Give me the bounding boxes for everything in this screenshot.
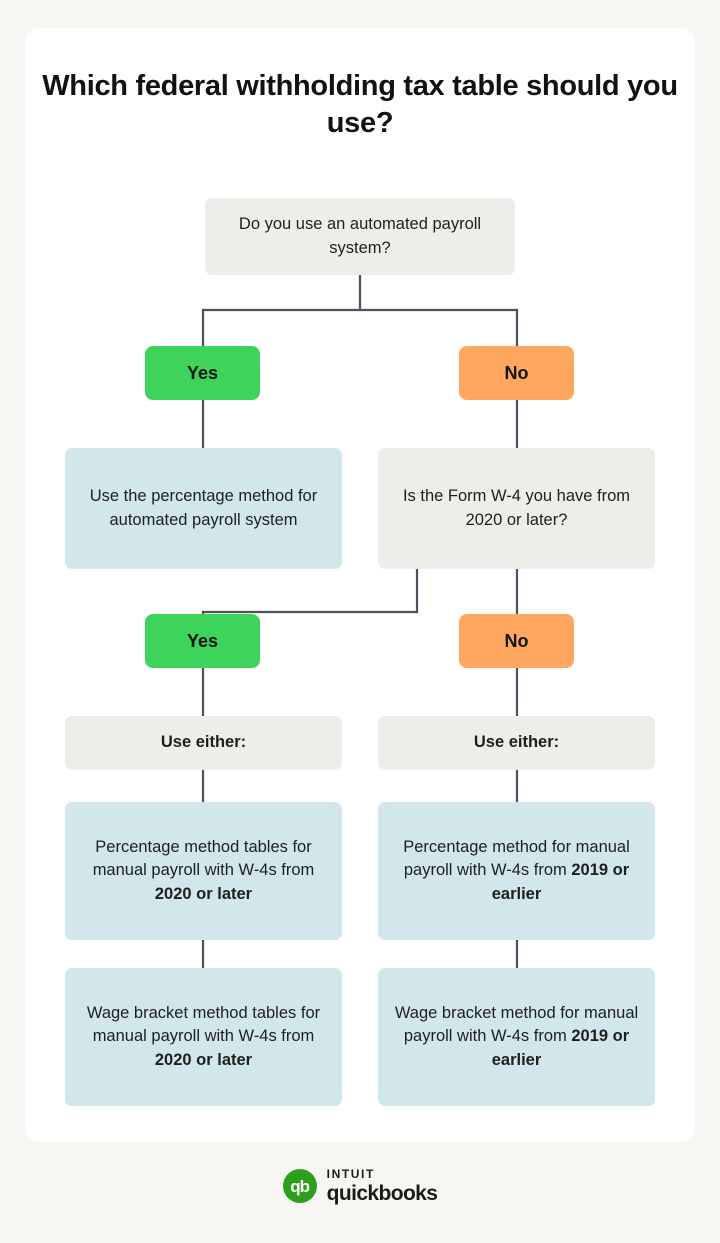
decision-automated-payroll[interactable]: Do you use an automated payroll system?: [205, 198, 515, 275]
badge-yes-automated[interactable]: Yes: [145, 346, 260, 400]
result-wage-bracket-2019[interactable]: Wage bracket method for manual payroll w…: [378, 968, 655, 1106]
label-use-either-right: Use either:: [378, 716, 655, 770]
result-percentage-tables-2020[interactable]: Percentage method tables for manual payr…: [65, 802, 342, 940]
badge-yes-w4-label: Yes: [186, 630, 219, 651]
decision-form-w4-year-label: Is the Form W-4 you have from 2020 or la…: [402, 487, 631, 529]
label-use-either-left-text: Use either:: [160, 733, 247, 752]
quickbooks-logo-icon: qb: [282, 1169, 317, 1203]
label-use-either-right-text: Use either:: [473, 733, 560, 752]
quickbooks-wordmark: quickbooks: [326, 1182, 438, 1205]
page-title: Which federal withholding tax table shou…: [42, 70, 678, 140]
brand-footer: qb INTUIT quickbooks: [0, 1168, 720, 1204]
result-wage-bracket-tables-2020[interactable]: Wage bracket method tables for manual pa…: [65, 968, 342, 1106]
badge-no-w4-label: No: [504, 630, 529, 651]
badge-yes-automated-label: Yes: [186, 362, 219, 383]
result-wage-bracket-tables-2020-lead: Wage bracket method tables for manual pa…: [86, 1003, 321, 1046]
result-percentage-automated[interactable]: Use the percentage method for automated …: [65, 448, 342, 569]
badge-yes-w4[interactable]: Yes: [145, 614, 260, 668]
result-wage-bracket-2019-bold: 2019 or earlier: [491, 1027, 630, 1069]
result-percentage-2019-lead: Percentage method for manual payroll wit…: [403, 837, 630, 880]
decision-automated-payroll-label: Do you use an automated payroll system?: [238, 215, 482, 257]
result-percentage-tables-2020-bold: 2020 or later: [154, 884, 253, 903]
quickbooks-logo-mark-text: qb: [290, 1176, 310, 1196]
result-percentage-2019[interactable]: Percentage method for manual payroll wit…: [378, 802, 655, 940]
result-percentage-tables-2020-lead: Percentage method tables for manual payr…: [92, 837, 315, 880]
badge-no-automated[interactable]: No: [459, 346, 574, 400]
result-percentage-2019-bold: 2019 or earlier: [491, 861, 630, 903]
brand-wordmark: INTUIT quickbooks: [327, 1168, 438, 1204]
flowchart: Do you use an automated payroll system? …: [25, 28, 695, 1142]
label-use-either-left: Use either:: [65, 716, 342, 770]
badge-no-automated-label: No: [504, 362, 529, 383]
intuit-wordmark: INTUIT: [326, 1167, 375, 1181]
infographic-card: Which federal withholding tax table shou…: [25, 28, 695, 1142]
decision-form-w4-year[interactable]: Is the Form W-4 you have from 2020 or la…: [378, 448, 655, 569]
badge-no-w4[interactable]: No: [459, 614, 574, 668]
result-percentage-automated-label: Use the percentage method for automated …: [89, 487, 318, 529]
result-wage-bracket-2019-lead: Wage bracket method for manual payroll w…: [394, 1003, 639, 1046]
result-wage-bracket-tables-2020-bold: 2020 or later: [154, 1050, 253, 1069]
